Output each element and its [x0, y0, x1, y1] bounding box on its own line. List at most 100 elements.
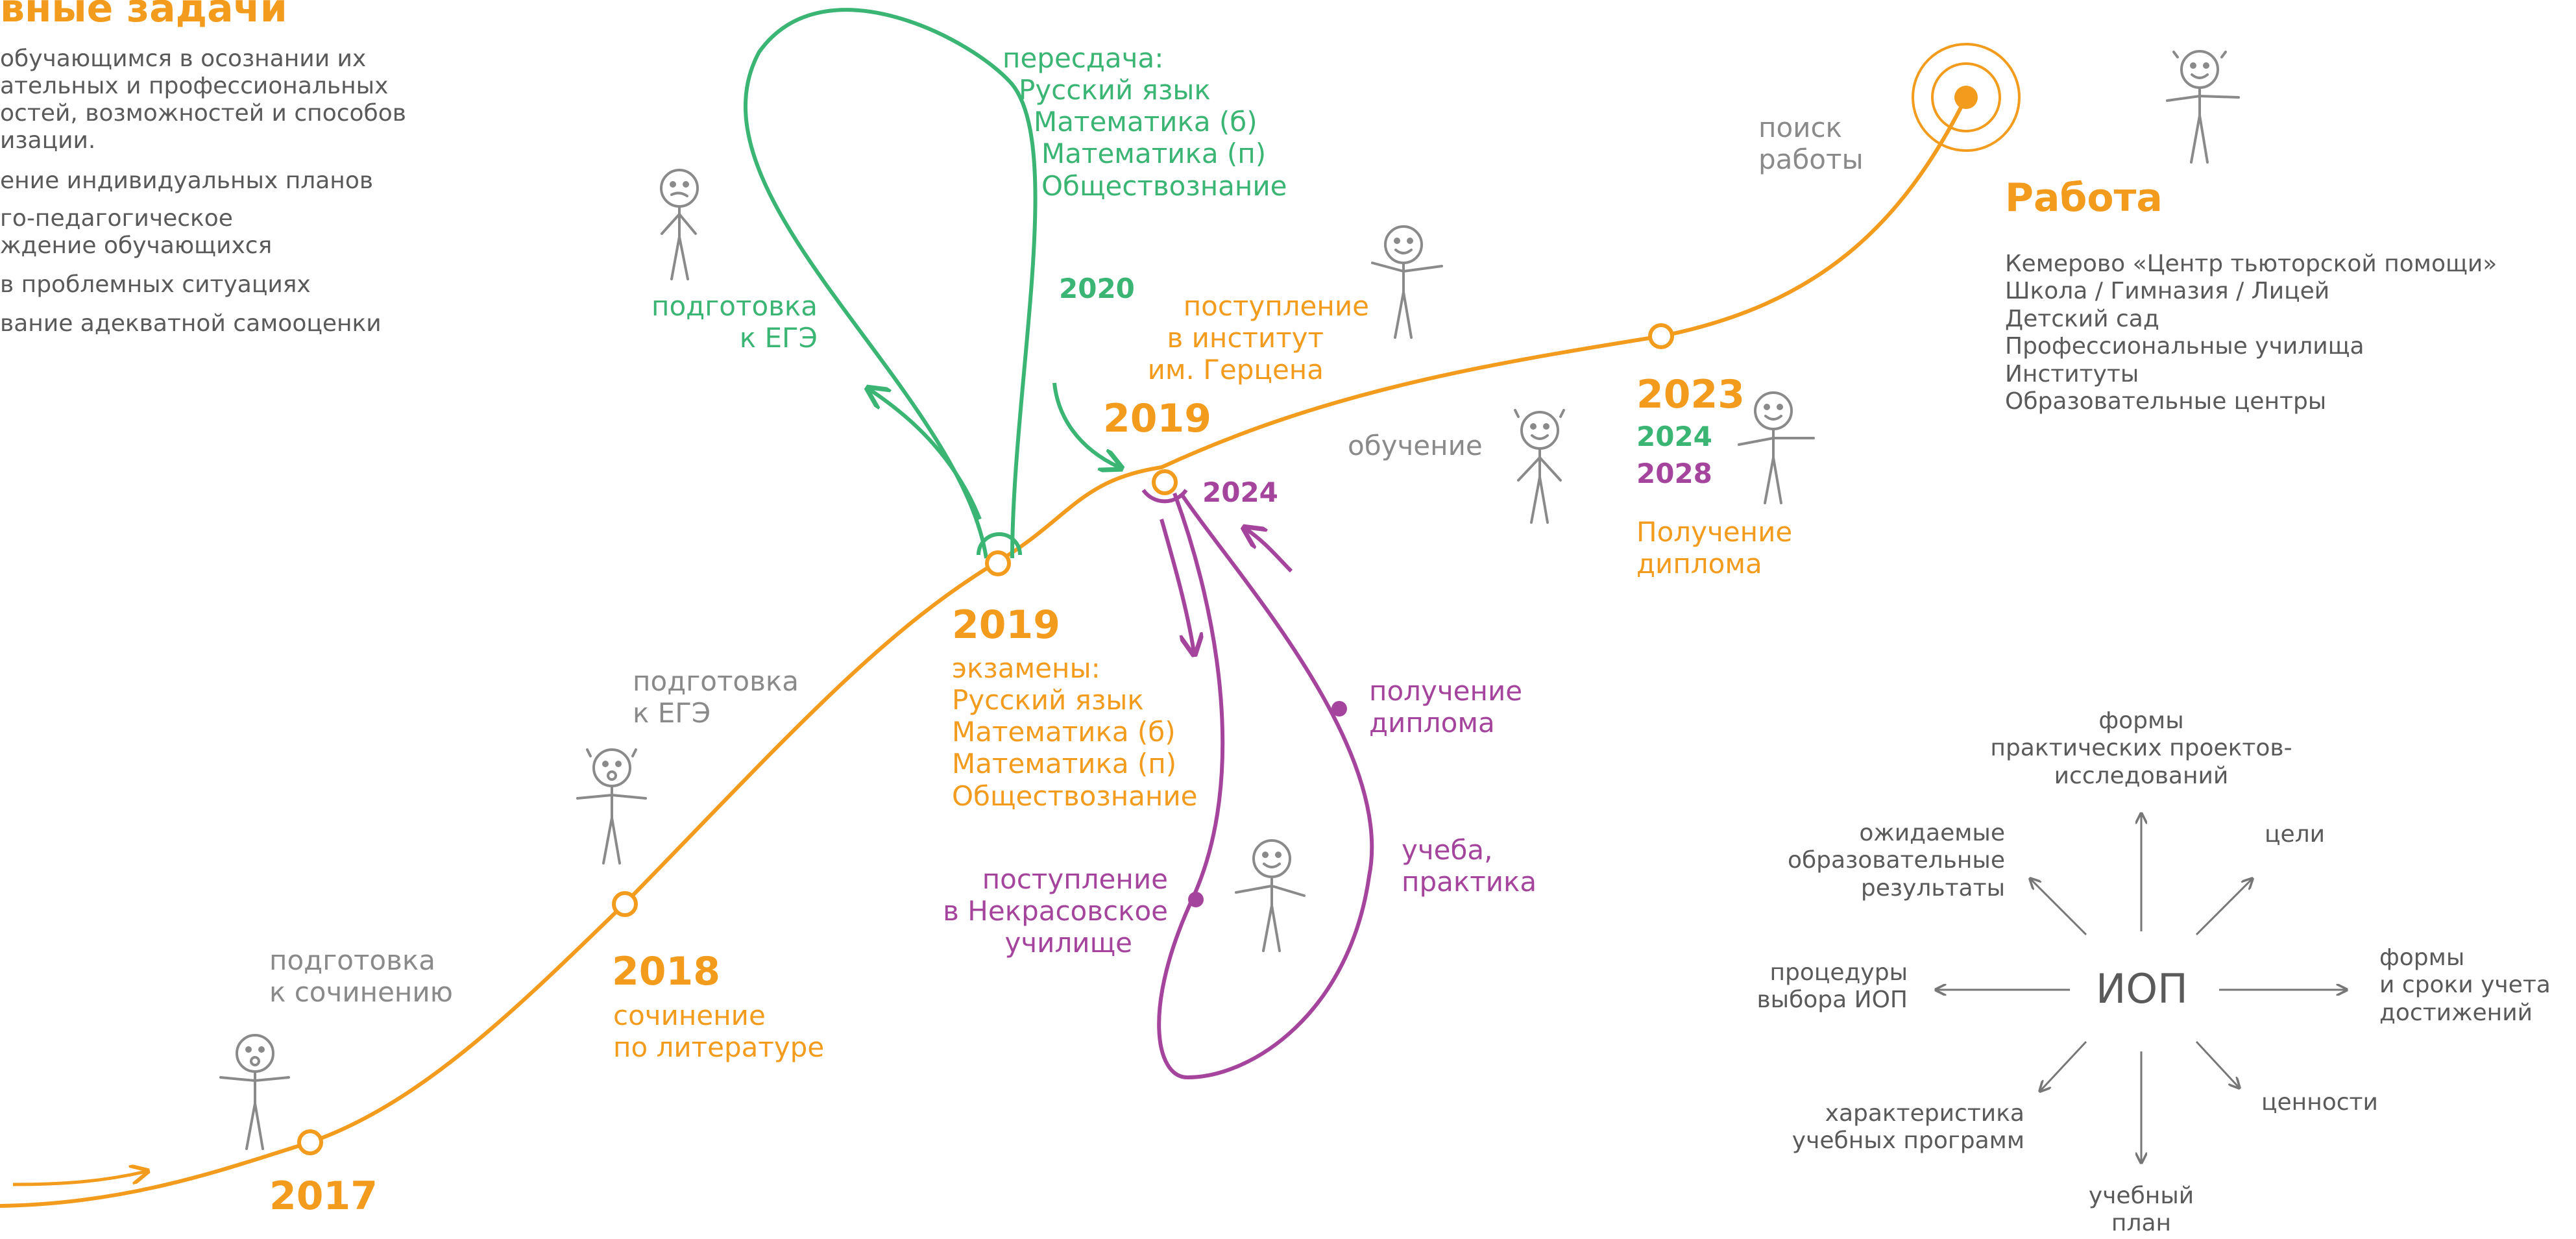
main-trajectory-line [0, 96, 1968, 1208]
admission-line-3: им. Герцена [1147, 354, 1324, 386]
person-icon-college [1235, 839, 1306, 952]
job-search-label: поиск работы [1758, 112, 1864, 175]
tasks-item-2: ение индивидуальных планов [0, 167, 373, 195]
work-item-5: Институты [2005, 360, 2139, 387]
admission-line-2: в институт [1167, 322, 1324, 354]
person-icon-prep [660, 169, 699, 280]
iop-expected-line-3: результаты [1860, 874, 2005, 902]
work-item-2: Школа / Гимназия / Лицей [2005, 278, 2330, 305]
tasks-item-1-line-1: обучающимся в осознании их [0, 45, 367, 72]
work-item-6: Образовательные центры [2005, 388, 2327, 415]
node-2019-admission [1152, 469, 1178, 495]
year-2024: 2024 [1636, 421, 1712, 452]
iop-forms-terms-line-2: и сроки учета [2379, 972, 2551, 999]
tasks-item-4: в проблемных ситуациях [0, 271, 311, 299]
start-arrow [12, 1172, 146, 1186]
diploma-purple-line-2: диплома [1369, 707, 1495, 739]
person-icon-2017 [219, 1034, 290, 1150]
prep-ege-line-1: подготовка [633, 665, 799, 697]
essay-lit-label: сочинение по литературе [613, 1000, 824, 1063]
year-2019-admission: 2019 [1103, 396, 1211, 441]
green-arrow-left [869, 389, 982, 521]
prep-ege-green-line-1: подготовка [651, 290, 818, 322]
purple-dot-college [1188, 892, 1204, 907]
year-2018: 2018 [612, 949, 720, 994]
prep-essay-line-2: к сочинению [269, 976, 454, 1009]
tasks-item-1-line-2: ательных и профессиональных [0, 73, 389, 100]
tasks-item-3: го-педагогическое ждение обучающихся [0, 205, 272, 260]
iop-characteristic-line-2: учебных программ [1792, 1127, 2024, 1155]
iop-expected: ожидаемые образовательные результаты [1745, 820, 2005, 902]
work-list: Кемерово «Центр тьюторской помощи» Школа… [2005, 251, 2497, 416]
person-icon-2018 [576, 748, 647, 865]
tasks-item-3-line-2: ждение обучающихся [0, 232, 273, 260]
essay-lit-line-1: сочинение [613, 1000, 766, 1031]
iop-procedures-line-1: процедуры [1769, 959, 1908, 986]
admission-label: поступление в институт им. Герцена [1064, 290, 1369, 386]
person-icon-work [2166, 50, 2240, 164]
prep-ege-line-2: к ЕГЭ [633, 697, 711, 730]
prep-ege-green-label: подготовка к ЕГЭ [623, 290, 818, 354]
retake-line-3: Математика (б) [1034, 106, 1258, 138]
iop-forms-projects-line-3: исследований [2054, 762, 2229, 789]
iop-characteristic: характеристика учебных программ [1765, 1100, 2024, 1155]
tasks-item-2-line-1: ение индивидуальных планов [0, 167, 374, 194]
tasks-item-1-line-3: остей, возможностей и способов [0, 100, 406, 127]
purple-node-cap [1141, 489, 1188, 504]
retake-line-1: пересдача: [1002, 42, 1164, 74]
exams-line-5: Обществознание [952, 779, 1198, 812]
admission-line-1: поступление [1183, 290, 1369, 322]
person-icon-diploma [1738, 391, 1815, 504]
nekrasov-line-1: поступление [982, 863, 1168, 895]
iop-forms-terms: формы и сроки учета достижений [2379, 944, 2551, 1027]
purple-arrow-up [1246, 529, 1293, 573]
tasks-title: вные задачи [0, 0, 287, 31]
study-label: обучение [1348, 430, 1483, 461]
iop-procedures-line-2: выбора ИОП [1756, 987, 1908, 1014]
node-2018 [612, 891, 638, 917]
iop-forms-terms-line-3: достижений [2379, 999, 2533, 1026]
iop-plan: учебный план [2070, 1183, 2213, 1238]
exams-line-4: Математика (п) [952, 748, 1177, 780]
iop-goals: цели [2265, 821, 2326, 848]
iop-procedures: процедуры выбора ИОП [1713, 959, 1908, 1014]
year-2020: 2020 [1059, 273, 1135, 304]
nekrasov-label: поступление в Некрасовское училище [895, 863, 1168, 959]
year-2028: 2028 [1636, 458, 1712, 489]
green-node-cap [977, 532, 1022, 556]
purple-loop-college [1157, 492, 1374, 1080]
year-2017: 2017 [269, 1173, 378, 1219]
iop-expected-line-1: ожидаемые [1859, 820, 2005, 846]
year-2023: 2023 [1636, 372, 1745, 417]
purple-arrow-down [1160, 519, 1194, 652]
retake-loop [743, 8, 1038, 559]
retake-label: пересдача: Русский язык Математика (б) М… [1002, 42, 1287, 202]
nekrasov-line-2: в Некрасовское [943, 895, 1168, 927]
target-icon [1912, 43, 2021, 152]
diploma-purple-label: получение диплома [1369, 675, 1522, 739]
tasks-item-1: обучающимся в осознании их ательных и пр… [0, 45, 406, 154]
iop-forms-projects-line-2: практических проектов- [1990, 735, 2292, 762]
person-icon-study [1514, 409, 1565, 524]
retake-line-5: Обществознание [1041, 169, 1287, 202]
iop-center: ИОП [2096, 965, 2188, 1012]
prep-essay-line-1: подготовка [269, 944, 435, 976]
tasks-item-5: вание адекватной самооценки [0, 310, 382, 337]
prep-ege-green-line-2: к ЕГЭ [739, 322, 818, 354]
tasks-item-1-line-4: изации. [0, 127, 96, 154]
essay-lit-line-2: по литературе [613, 1031, 825, 1064]
work-item-1: Кемерово «Центр тьюторской помощи» [2005, 251, 2497, 277]
year-2024-purple: 2024 [1202, 476, 1278, 508]
purple-dot-diploma [1331, 701, 1347, 717]
prep-ege-label: подготовка к ЕГЭ [633, 665, 799, 729]
job-search-line-1: поиск [1758, 112, 1842, 143]
prep-essay-label: подготовка к сочинению [269, 944, 453, 1008]
tasks-item-3-line-1: го-педагогическое [0, 205, 233, 232]
exams-label: экзамены: Русский язык Математика (б) Ма… [952, 652, 1198, 812]
exams-line-2: Русский язык [952, 684, 1144, 717]
iop-arrows [1937, 815, 2346, 1162]
iop-forms-projects-line-1: формы [2098, 707, 2184, 734]
node-2023 [1648, 323, 1674, 349]
diploma-line-2: диплома [1636, 548, 1762, 580]
